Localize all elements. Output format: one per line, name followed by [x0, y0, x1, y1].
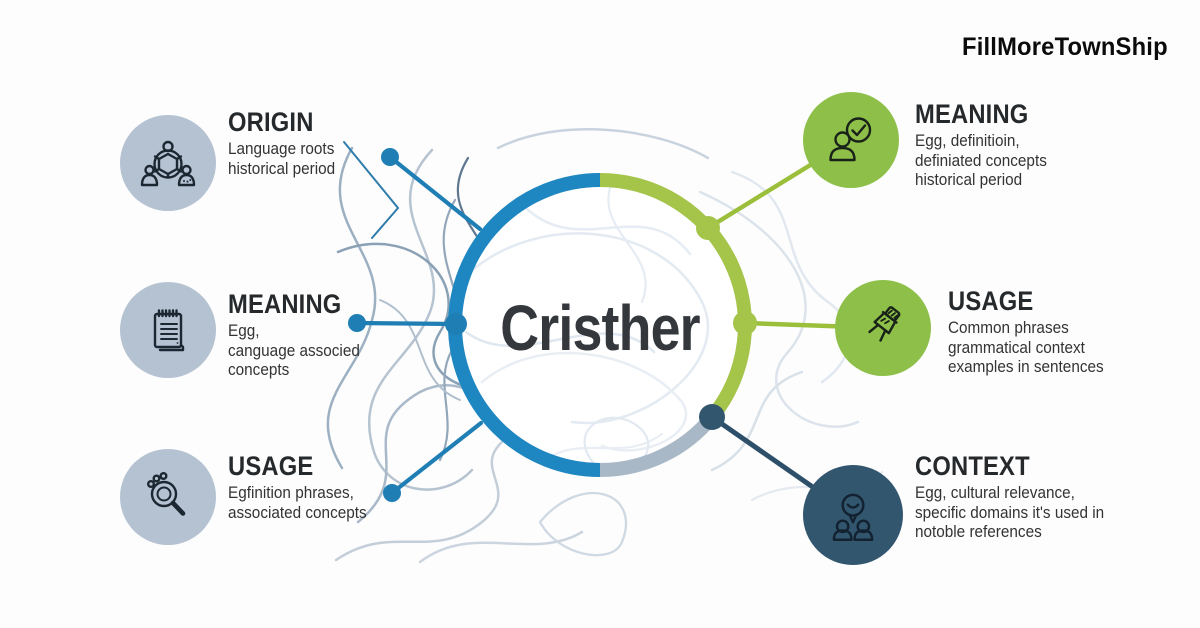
meaning-left-line-1: Egg,	[228, 321, 260, 341]
context-title: CONTEXT	[915, 451, 1030, 481]
usage-right-badge	[835, 280, 931, 376]
center-word: Cristher	[500, 292, 700, 364]
people-network-icon	[140, 140, 196, 187]
connector-meaning-left	[354, 320, 459, 327]
people-chat-icon	[832, 493, 874, 542]
connector-usage-left-dot	[383, 484, 401, 502]
usage-right-line-1: Common phrases	[948, 318, 1069, 338]
ring-arc-green	[599, 173, 752, 422]
context-line-2: specific domains it's used in	[915, 502, 1105, 522]
origin-node: ORIGIN Language roots historical period	[228, 108, 347, 178]
ring-arc-slate	[599, 412, 718, 477]
origin-title: ORIGIN	[228, 107, 314, 137]
meaning-left-line-2: canguage associed	[228, 340, 360, 360]
brand-title: FillMoreTownShip	[962, 33, 1168, 61]
connector-origin	[387, 154, 483, 232]
meaning-left-badge	[120, 282, 216, 378]
usage-left-badge	[120, 449, 216, 545]
context-line-1: Egg, cultural relevance,	[915, 483, 1075, 503]
usage-right-title: USAGE	[948, 286, 1034, 316]
ring-dots	[445, 216, 757, 430]
usage-right-line-2: grammatical context	[948, 337, 1085, 357]
pushpin-icon	[868, 306, 901, 342]
context-line-3: notoble references	[915, 522, 1042, 542]
connector-origin-dot	[381, 148, 399, 166]
center-circle-fill	[448, 173, 752, 477]
notepad-icon	[153, 309, 185, 352]
meaning-right-badge	[803, 92, 899, 188]
usage-right-node: USAGE Common phrases grammatical context…	[948, 287, 1121, 377]
ring-dot-green-top	[696, 216, 720, 240]
connector-meaning-left-dot	[348, 314, 366, 332]
ring-dot-green-right	[733, 311, 757, 335]
origin-badge	[120, 115, 216, 211]
meaning-left-node: MEANING Egg, canguage associed concepts	[228, 290, 375, 380]
ring-dot-blue	[445, 313, 467, 335]
usage-left-node: USAGE Egfinition phrases, associated con…	[228, 452, 382, 522]
usage-left-title: USAGE	[228, 451, 314, 481]
origin-line-2: historical period	[228, 158, 336, 178]
context-badge	[803, 465, 903, 565]
context-node: CONTEXT Egg, cultural relevance, specifi…	[915, 452, 1125, 542]
meaning-right-title: MEANING	[915, 99, 1029, 129]
meaning-right-line-2: definiated concepts	[915, 150, 1047, 170]
meaning-left-line-3: concepts	[228, 360, 290, 380]
person-check-icon	[829, 117, 872, 162]
usage-left-line-2: associated concepts	[228, 502, 367, 522]
origin-line-1: Language roots	[228, 139, 335, 159]
meaning-right-node: MEANING Egg, definitioin, definiated con…	[915, 100, 1062, 190]
usage-left-line-1: Egfinition phrases,	[228, 483, 354, 503]
meaning-right-line-1: Egg, definitioin,	[915, 131, 1020, 151]
meaning-left-title: MEANING	[228, 289, 342, 319]
ring-dot-navy	[699, 404, 725, 430]
magnifier-icon	[146, 471, 186, 516]
connector-usage-left	[389, 420, 484, 496]
meaning-right-line-3: historical period	[915, 170, 1023, 190]
usage-right-line-3: examples in sentences	[948, 357, 1104, 377]
